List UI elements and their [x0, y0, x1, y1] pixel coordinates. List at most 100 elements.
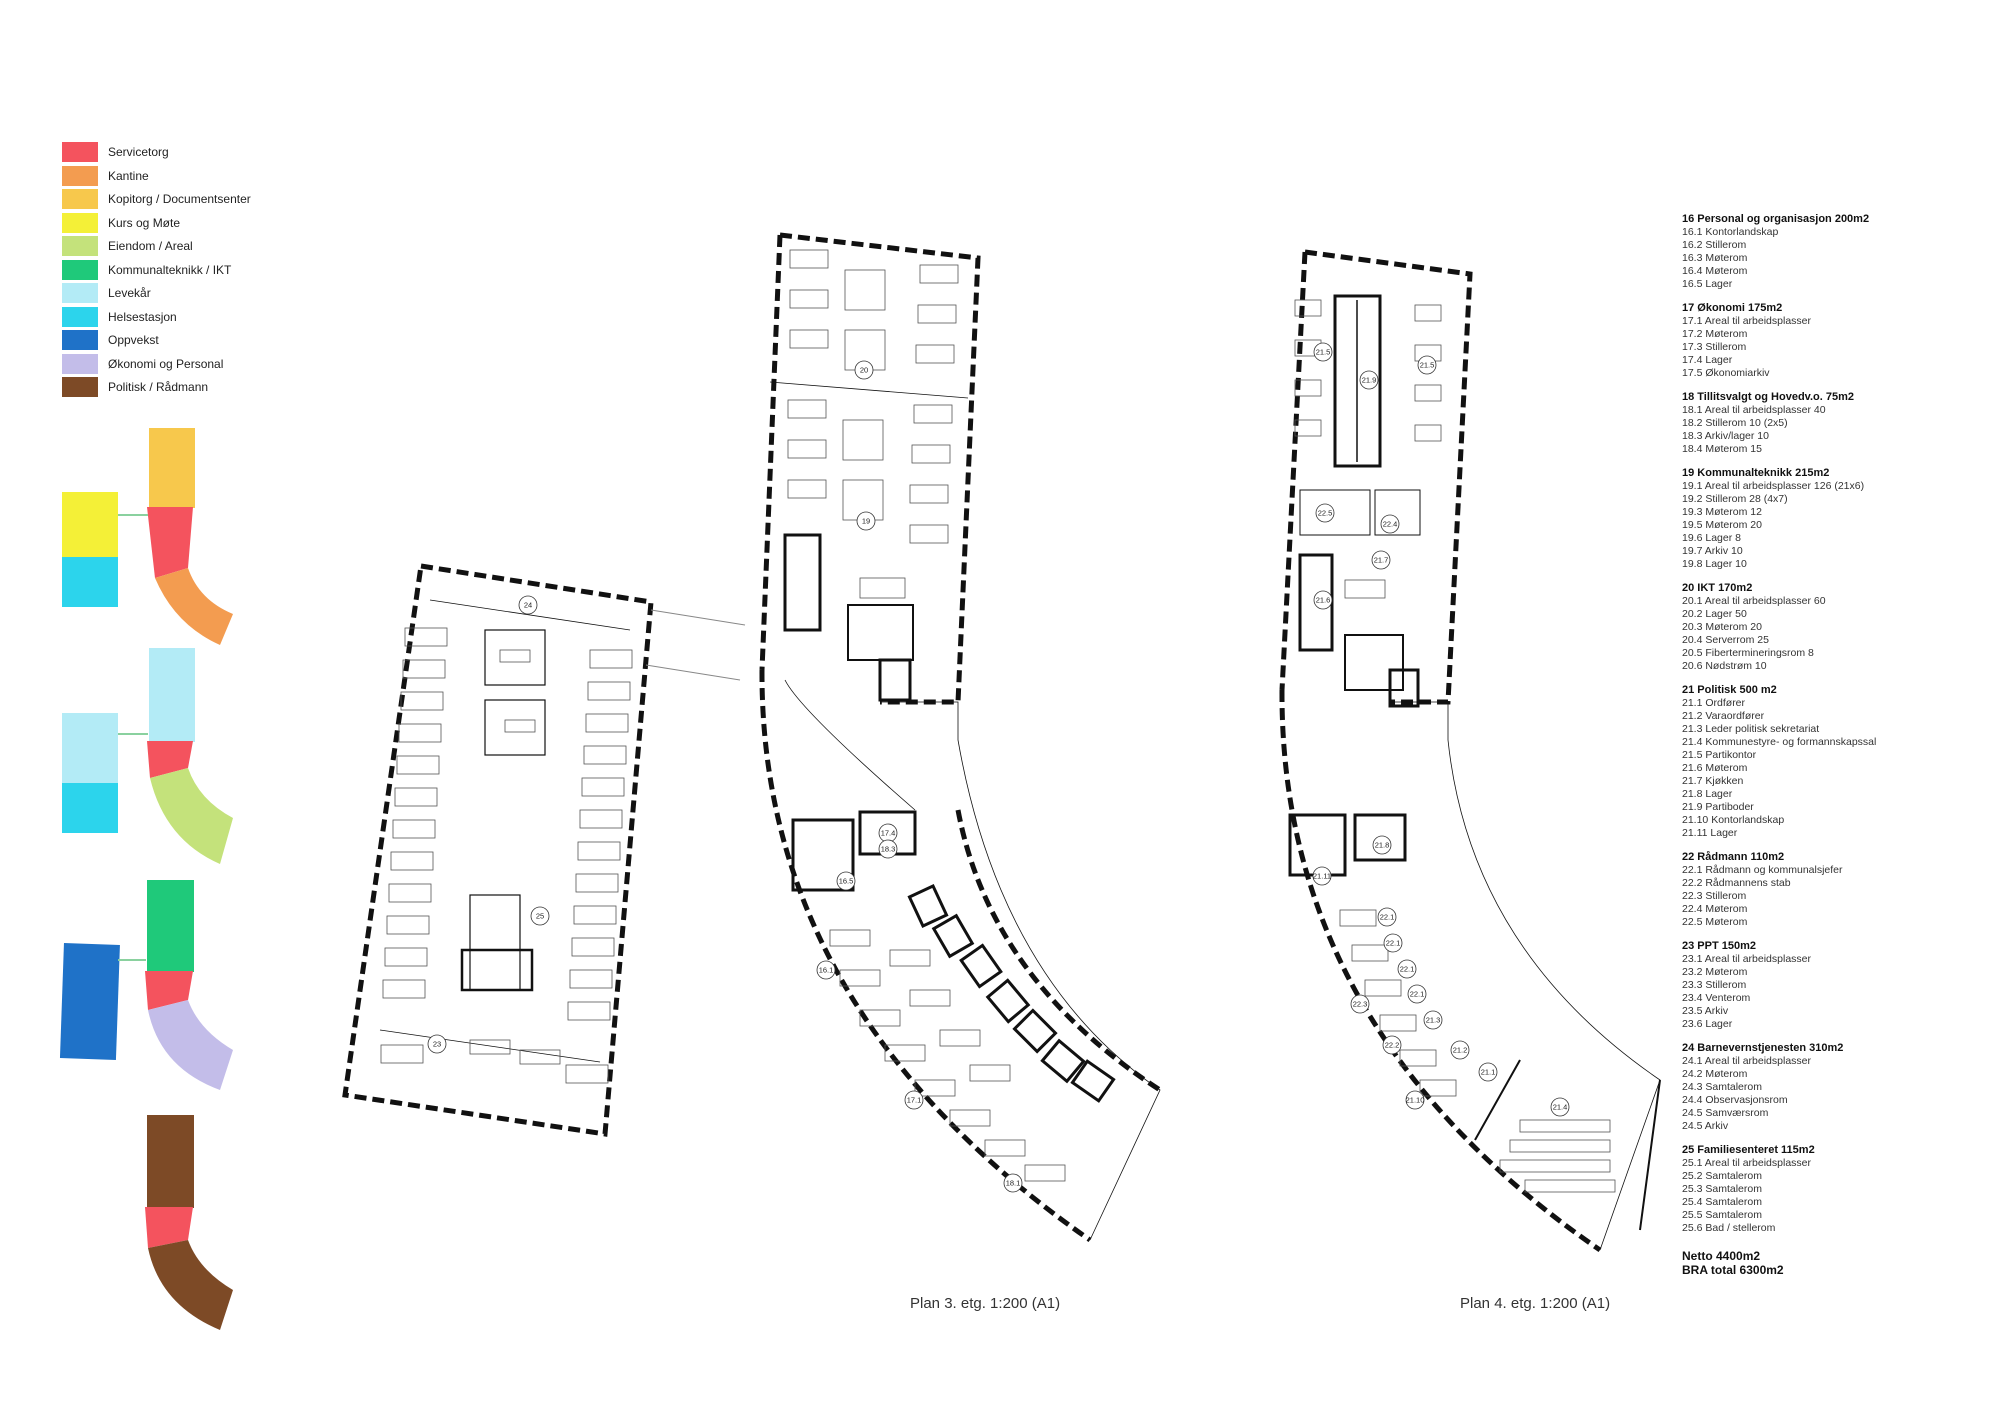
plan4-desks	[1294, 299, 1616, 1193]
program-item: 21.11 Lager	[1682, 827, 1738, 839]
key2-arm	[150, 768, 233, 864]
key-diagram-3	[59, 880, 233, 1090]
program-item: 25.5 Samtalerom	[1682, 1209, 1762, 1221]
program-heading: 17 Økonomi 175m2	[1682, 302, 1783, 314]
legend-item: Økonomi og Personal	[62, 353, 224, 374]
room-tag-circle	[1478, 1062, 1498, 1082]
legend-item: Kommunalteknikk / IKT	[62, 259, 232, 280]
room-tag-circle	[1350, 994, 1370, 1014]
program-item: 17.3 Stillerom	[1682, 341, 1747, 353]
room-tag-label: 21.2	[1453, 1046, 1468, 1055]
program-item: 21.5 Partikontor	[1682, 749, 1757, 761]
room-tag-circle	[1372, 835, 1392, 855]
legend-label: Kurs og Møte	[108, 215, 181, 230]
program-heading: 24 Barnevernstjenesten 310m2	[1682, 1042, 1844, 1054]
program-item: 20.5 Fibertermineringsrom 8	[1682, 647, 1814, 659]
room-tag-label: 21.1	[1481, 1068, 1496, 1077]
room-tag-circle	[1312, 866, 1332, 886]
program-heading: 22 Rådmann 110m2	[1682, 851, 1785, 863]
key3-bend	[145, 971, 193, 1010]
legend-label: Økonomi og Personal	[108, 356, 224, 371]
room-tag-label: 22.1	[1386, 939, 1401, 948]
room-tag-circle	[1359, 370, 1379, 390]
key1-block-left-bottom	[62, 557, 118, 607]
room-tag-circle	[1397, 959, 1417, 979]
room-tag-label: 22.3	[1353, 1000, 1368, 1009]
room-tag-label: 22.4	[1383, 520, 1398, 529]
program-heading: 20 IKT 170m2	[1682, 582, 1753, 594]
legend-label: Servicetorg	[108, 145, 169, 159]
legend-swatch	[62, 353, 98, 374]
program-item: 22.5 Møterom	[1682, 916, 1748, 928]
program-item: 21.8 Lager	[1682, 788, 1733, 800]
room-tag-label: 21.11	[1313, 872, 1331, 881]
program-item: 24.2 Møterom	[1682, 1068, 1748, 1080]
room-tag-circle	[1383, 933, 1403, 953]
room-tag-circle	[530, 906, 550, 926]
room-tag-label: 22.1	[1410, 990, 1425, 999]
program-item: 25.1 Areal til arbeidsplasser	[1682, 1157, 1811, 1169]
room-tag-label: 21.8	[1375, 841, 1390, 850]
legend-swatch	[62, 259, 98, 280]
plan4-room-tags: 21.521.921.522.522.421.721.621.821.1122.…	[1312, 342, 1570, 1117]
room-tag-circle	[1371, 550, 1391, 570]
room-tag-circle	[1417, 355, 1437, 375]
program-item: 16.5 Lager	[1682, 278, 1733, 290]
key3-block-left	[59, 943, 120, 1060]
program-item: 20.6 Nødstrøm 10	[1682, 660, 1767, 672]
legend-label: Levekår	[108, 286, 151, 300]
key4-bend	[145, 1207, 193, 1248]
key3-tower	[147, 880, 194, 972]
room-tag-circle	[427, 1034, 447, 1054]
room-tag-label: 21.7	[1374, 556, 1389, 565]
program-item: 19.8 Lager 10	[1682, 558, 1747, 570]
key2-bend	[147, 741, 193, 778]
room-tag-label: 22.2	[1385, 1041, 1400, 1050]
program-item: 20.4 Serverrom 25	[1682, 634, 1769, 646]
room-tag-circle	[1313, 342, 1333, 362]
program-item: 16.4 Møterom	[1682, 265, 1748, 277]
program-item: 19.2 Stillerom 28 (4x7)	[1682, 493, 1788, 505]
legend-swatch	[62, 330, 98, 350]
room-tag-circle	[1550, 1097, 1570, 1117]
room-tag-label: 21.6	[1316, 596, 1331, 605]
program-item: 24.5 Arkiv	[1682, 1120, 1729, 1132]
program-item: 18.1 Areal til arbeidsplasser 40	[1682, 404, 1826, 416]
program-heading: 18 Tillitsvalgt og Hovedv.o. 75m2	[1682, 391, 1854, 403]
legend-swatch	[62, 306, 98, 327]
room-tag-label: 19	[862, 517, 870, 526]
legend-label: Politisk / Rådmann	[108, 380, 209, 394]
plan3-arm-rooms	[907, 884, 1116, 1103]
program-item: 23.4 Venterom	[1682, 992, 1751, 1004]
legend-swatch	[62, 189, 98, 209]
legend-swatch	[62, 236, 98, 256]
room-tag-circle	[816, 960, 836, 980]
room-tag-label: 17.1	[907, 1096, 922, 1105]
room-tag-label: 18.1	[1006, 1179, 1021, 1188]
legend-item: Oppvekst	[62, 330, 159, 350]
program-item: 24.3 Samtalerom	[1682, 1081, 1762, 1093]
room-tag-circle	[1377, 907, 1397, 927]
room-tag-label: 22.1	[1380, 913, 1395, 922]
program-item: 21.10 Kontorlandskap	[1682, 814, 1785, 826]
legend-label: Kantine	[108, 168, 149, 183]
key1-bend	[147, 507, 193, 578]
program-item: 18.3 Arkiv/lager 10	[1682, 430, 1769, 442]
legend-item: Helsestasjon	[62, 306, 177, 327]
program-item: 17.5 Økonomiarkiv	[1682, 367, 1770, 379]
key-diagram-4	[145, 1115, 233, 1330]
room-tag-label: 21.5	[1316, 348, 1331, 357]
legend-label: Kommunalteknikk / IKT	[108, 262, 232, 277]
key3-arm	[148, 1000, 233, 1090]
program-item: 20.3 Møterom 20	[1682, 621, 1762, 633]
legend-label: Helsestasjon	[108, 309, 177, 324]
program-item: 17.2 Møterom	[1682, 328, 1748, 340]
legend-item: Kantine	[62, 165, 149, 186]
